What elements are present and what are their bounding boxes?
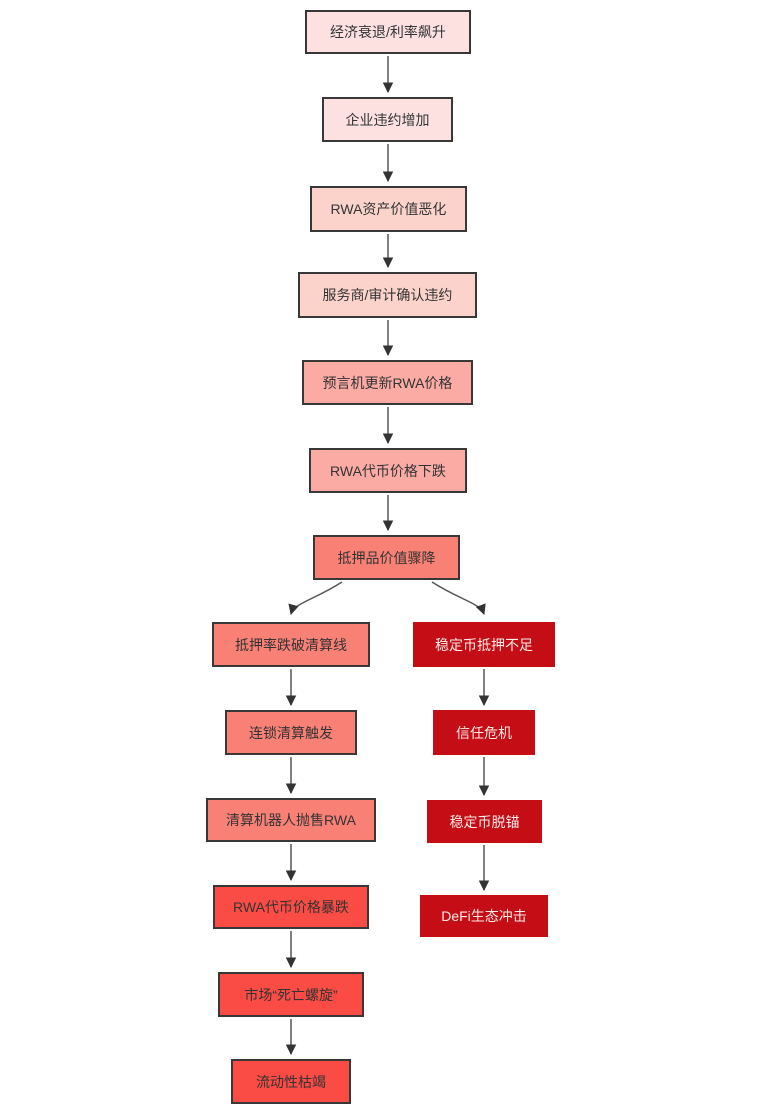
node-rwa-token-price-falls: RWA代币价格下跌 — [309, 448, 467, 493]
node-liquidation-bots-dump-rwa: 清算机器人抛售RWA — [206, 798, 376, 842]
node-servicer-audit-confirms-default: 服务商/审计确认违约 — [298, 272, 477, 318]
node-defi-ecosystem-shock: DeFi生态冲击 — [420, 895, 548, 937]
node-rwa-token-price-crashes: RWA代币价格暴跌 — [213, 885, 369, 929]
node-collateral-value-plunges: 抵押品价值骤降 — [313, 535, 460, 580]
node-rwa-asset-value-deteriorates: RWA资产价值恶化 — [310, 186, 467, 232]
edge-arrow-branch-left — [288, 581, 343, 616]
node-economic-recession: 经济衰退/利率飙升 — [305, 10, 471, 54]
node-liquidity-dries-up: 流动性枯竭 — [231, 1059, 351, 1104]
node-cascading-liquidation-triggered: 连锁清算触发 — [225, 710, 357, 755]
node-stablecoin-depegs: 稳定币脱锚 — [427, 800, 542, 843]
node-stablecoin-undercollateralized: 稳定币抵押不足 — [413, 622, 555, 667]
node-trust-crisis: 信任危机 — [433, 710, 535, 755]
node-collateral-ratio-breaks-liquidation-line: 抵押率跌破清算线 — [212, 622, 370, 667]
node-oracle-updates-rwa-price: 预言机更新RWA价格 — [302, 360, 473, 405]
edge-arrow-branch-right — [431, 581, 486, 615]
node-market-death-spiral: 市场“死亡螺旋” — [218, 972, 364, 1017]
node-corporate-defaults-rise: 企业违约增加 — [322, 97, 453, 142]
